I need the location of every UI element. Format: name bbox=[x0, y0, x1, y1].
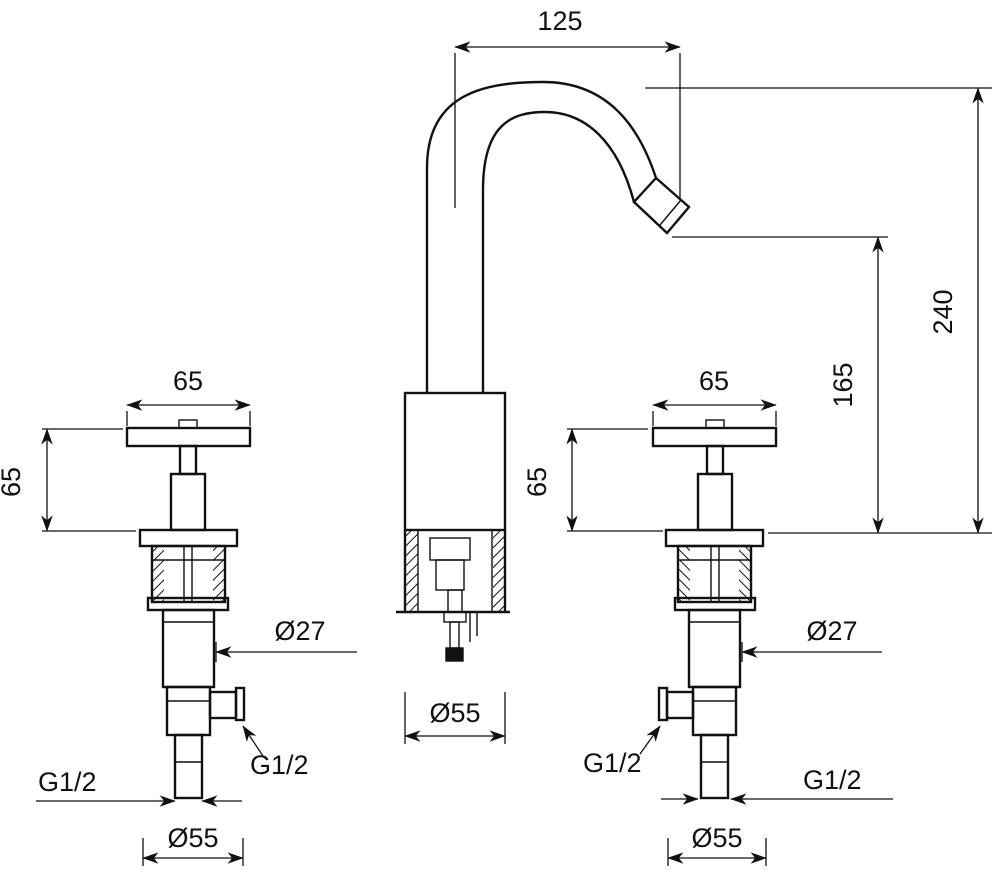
dim-right-handle-width: 65 bbox=[652, 366, 777, 426]
dim-spout-base-diameter-label: Ø55 bbox=[429, 698, 480, 728]
dim-left-handle-width: 65 bbox=[126, 366, 251, 426]
fixing-nut bbox=[443, 611, 467, 623]
dim-right-side-thread-label: G1/2 bbox=[583, 748, 642, 778]
dim-right-side-thread: G1/2 bbox=[583, 725, 661, 778]
spout-assembly bbox=[396, 80, 691, 662]
dim-left-bottom-thread: G1/2 bbox=[36, 767, 242, 807]
leader-arrow bbox=[639, 725, 661, 755]
cross-handle-bar bbox=[125, 426, 252, 448]
dim-left-handle-width-label: 65 bbox=[173, 366, 203, 396]
dim-spout-outlet-height-label: 165 bbox=[828, 362, 858, 407]
dim-left-base-diameter-label: Ø55 bbox=[167, 823, 218, 853]
spout-body bbox=[403, 391, 507, 532]
product-outlines bbox=[125, 80, 778, 800]
cartridge-upper bbox=[429, 537, 471, 561]
dim-spout-reach-label: 125 bbox=[537, 6, 582, 36]
spout-outer-curve bbox=[425, 80, 658, 393]
dim-total-height: 240 bbox=[645, 87, 992, 534]
spout-nozzle bbox=[632, 176, 691, 235]
bottom-tail bbox=[173, 733, 204, 800]
dim-left-body-diameter-label: Ø27 bbox=[274, 616, 325, 646]
valve-block bbox=[165, 685, 212, 737]
dim-spout-outlet-height: 165 bbox=[672, 236, 888, 534]
dim-right-base-diameter-label: Ø55 bbox=[691, 823, 742, 853]
dim-left-handle-height: 65 bbox=[0, 428, 136, 532]
dim-right-bottom-thread-label: G1/2 bbox=[803, 765, 862, 795]
dim-total-height-label: 240 bbox=[928, 289, 958, 334]
dim-right-bottom-thread: G1/2 bbox=[661, 765, 893, 805]
leader-arrow bbox=[242, 725, 264, 757]
dim-right-body-diameter-label: Ø27 bbox=[806, 616, 857, 646]
deck-flange bbox=[138, 528, 239, 548]
cartridge-lower bbox=[435, 559, 465, 591]
dim-right-handle-height-label: 65 bbox=[522, 467, 552, 497]
dim-left-side-thread-label: G1/2 bbox=[250, 750, 309, 780]
dim-left-body-diameter: Ø27 bbox=[215, 616, 357, 662]
dim-left-handle-height-label: 65 bbox=[0, 467, 26, 497]
spout-inner-curve bbox=[481, 110, 636, 393]
dim-left-bottom-thread-label: G1/2 bbox=[38, 767, 97, 797]
dim-right-handle-width-label: 65 bbox=[699, 366, 729, 396]
cross-handle-hub bbox=[178, 419, 198, 429]
dimensions: 125 240 165 65 65 bbox=[0, 6, 992, 866]
dim-left-side-thread: G1/2 bbox=[242, 725, 309, 780]
handle-stem bbox=[178, 444, 198, 476]
right-valve-assembly bbox=[651, 418, 778, 800]
side-outlet-cap bbox=[234, 686, 246, 722]
side-outlet bbox=[208, 690, 238, 720]
dim-spout-reach: 125 bbox=[454, 6, 681, 208]
left-valve-assembly bbox=[125, 419, 252, 800]
valve-bonnet bbox=[169, 472, 207, 532]
spout-aerator-line bbox=[659, 199, 682, 226]
fixing-stud bbox=[449, 621, 460, 649]
hose-connector bbox=[445, 647, 464, 662]
valve-stem bbox=[447, 589, 463, 613]
dim-right-handle-height: 65 bbox=[522, 428, 663, 532]
dim-spout-base-diameter: Ø55 bbox=[404, 692, 506, 744]
dim-right-base-diameter: Ø55 bbox=[667, 823, 767, 866]
spout-underdeck-section bbox=[396, 530, 510, 662]
valve-body bbox=[150, 544, 227, 604]
dim-left-base-diameter: Ø55 bbox=[142, 823, 244, 866]
dim-right-body-diameter: Ø27 bbox=[741, 616, 882, 662]
